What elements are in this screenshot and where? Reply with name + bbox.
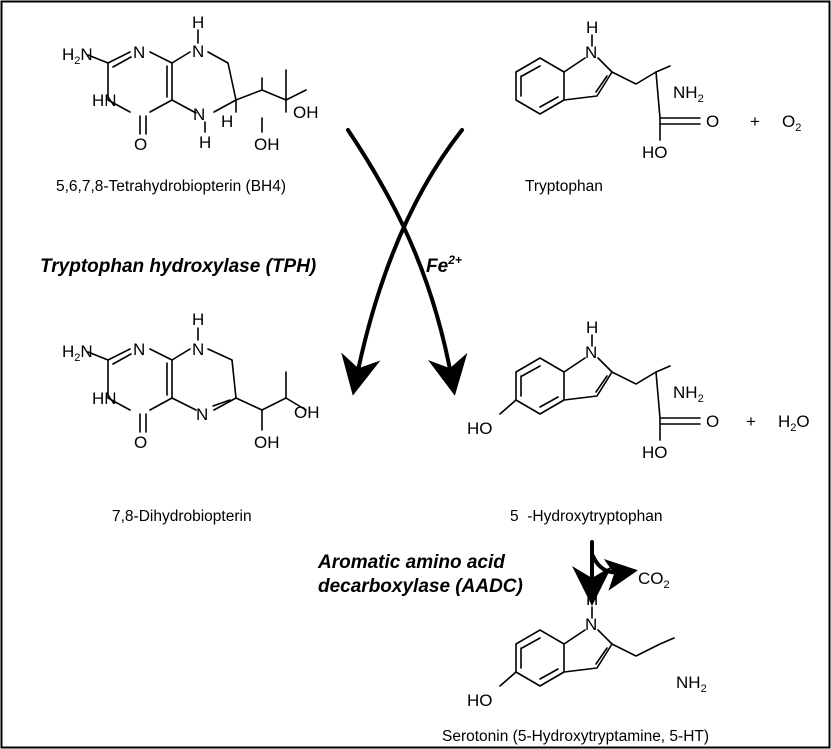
bh4-hn: HN [92,91,117,110]
bh4-oh-lower: OH [254,135,280,154]
hydroxytryptophan-caption: 5 -Hydroxytryptophan [510,508,663,525]
bh4-h-top: H [192,13,204,32]
fe-cofactor: Fe2+ [426,253,462,277]
htp-n: N [585,343,597,362]
ser-nh2: NH2 [676,673,707,695]
ser-n: N [585,615,597,634]
h2o-label: H2O [778,412,810,434]
htp-o: O [706,412,719,431]
tryptophan-structure [515,34,701,141]
dhb-o: O [134,433,147,452]
htp-ho: HO [642,443,668,462]
serotonin-structure [499,606,675,687]
o2-label: O2 [782,112,801,134]
trp-nh2: NH2 [673,83,704,105]
h2o-plus: + [746,412,756,431]
bh4-caption: 5,6,7,8-Tetrahydrobiopterin (BH4) [56,178,286,195]
trp-n: N [585,43,597,62]
dhb-oh-lower: OH [254,433,280,452]
bh4-n-top: N [192,42,204,61]
htp-ho-ring: HO [467,419,493,438]
dhb-oh-right: OH [294,403,320,422]
dhb-n1: N [133,340,145,359]
aadc-label-line1: Aromatic amino acid [317,552,505,573]
htp-nh2: NH2 [673,383,704,405]
arrow-to-dihydrobiopterin [341,128,464,396]
bh4-o: O [134,135,147,154]
htp-h: H [586,318,598,337]
dihydrobiopterin-structure [87,327,307,433]
trp-ho: HO [642,143,668,162]
ser-ho: HO [467,691,493,710]
bh4-n-bottom: N [193,105,205,124]
tph-enzyme-label: Tryptophan hydroxylase (TPH) [40,256,316,277]
dhb-n-bottom: N [196,405,208,424]
arrow-to-hydroxytryptophan [346,128,468,396]
trp-h: H [586,18,598,37]
bh4-n1: N [133,43,145,62]
ser-h: H [586,590,598,609]
dhb-h-top: H [192,310,204,329]
bh4-oh-right: OH [293,103,319,122]
tryptophan-caption: Tryptophan [525,178,603,195]
o2-plus: + [750,112,760,131]
trp-o: O [706,112,719,131]
dhb-hn: HN [92,389,117,408]
bh4-structure [87,29,307,135]
bh4-h-c6: H [221,112,233,131]
dihydrobiopterin-caption: 7,8-Dihydrobiopterin [112,508,252,525]
hydroxytryptophan-structure [499,334,701,441]
dhb-h2n: H2N [62,342,93,364]
bh4-h2n: H2N [62,45,93,67]
arrow-to-co2 [591,554,638,591]
serotonin-caption: Serotonin (5-Hydroxytryptamine, 5-HT) [442,728,709,745]
bh4-h-bottom: H [199,133,211,152]
aadc-label-line2: decarboxylase (AADC) [318,576,523,597]
dhb-n-top: N [192,340,204,359]
co2-label: CO2 [638,569,670,591]
